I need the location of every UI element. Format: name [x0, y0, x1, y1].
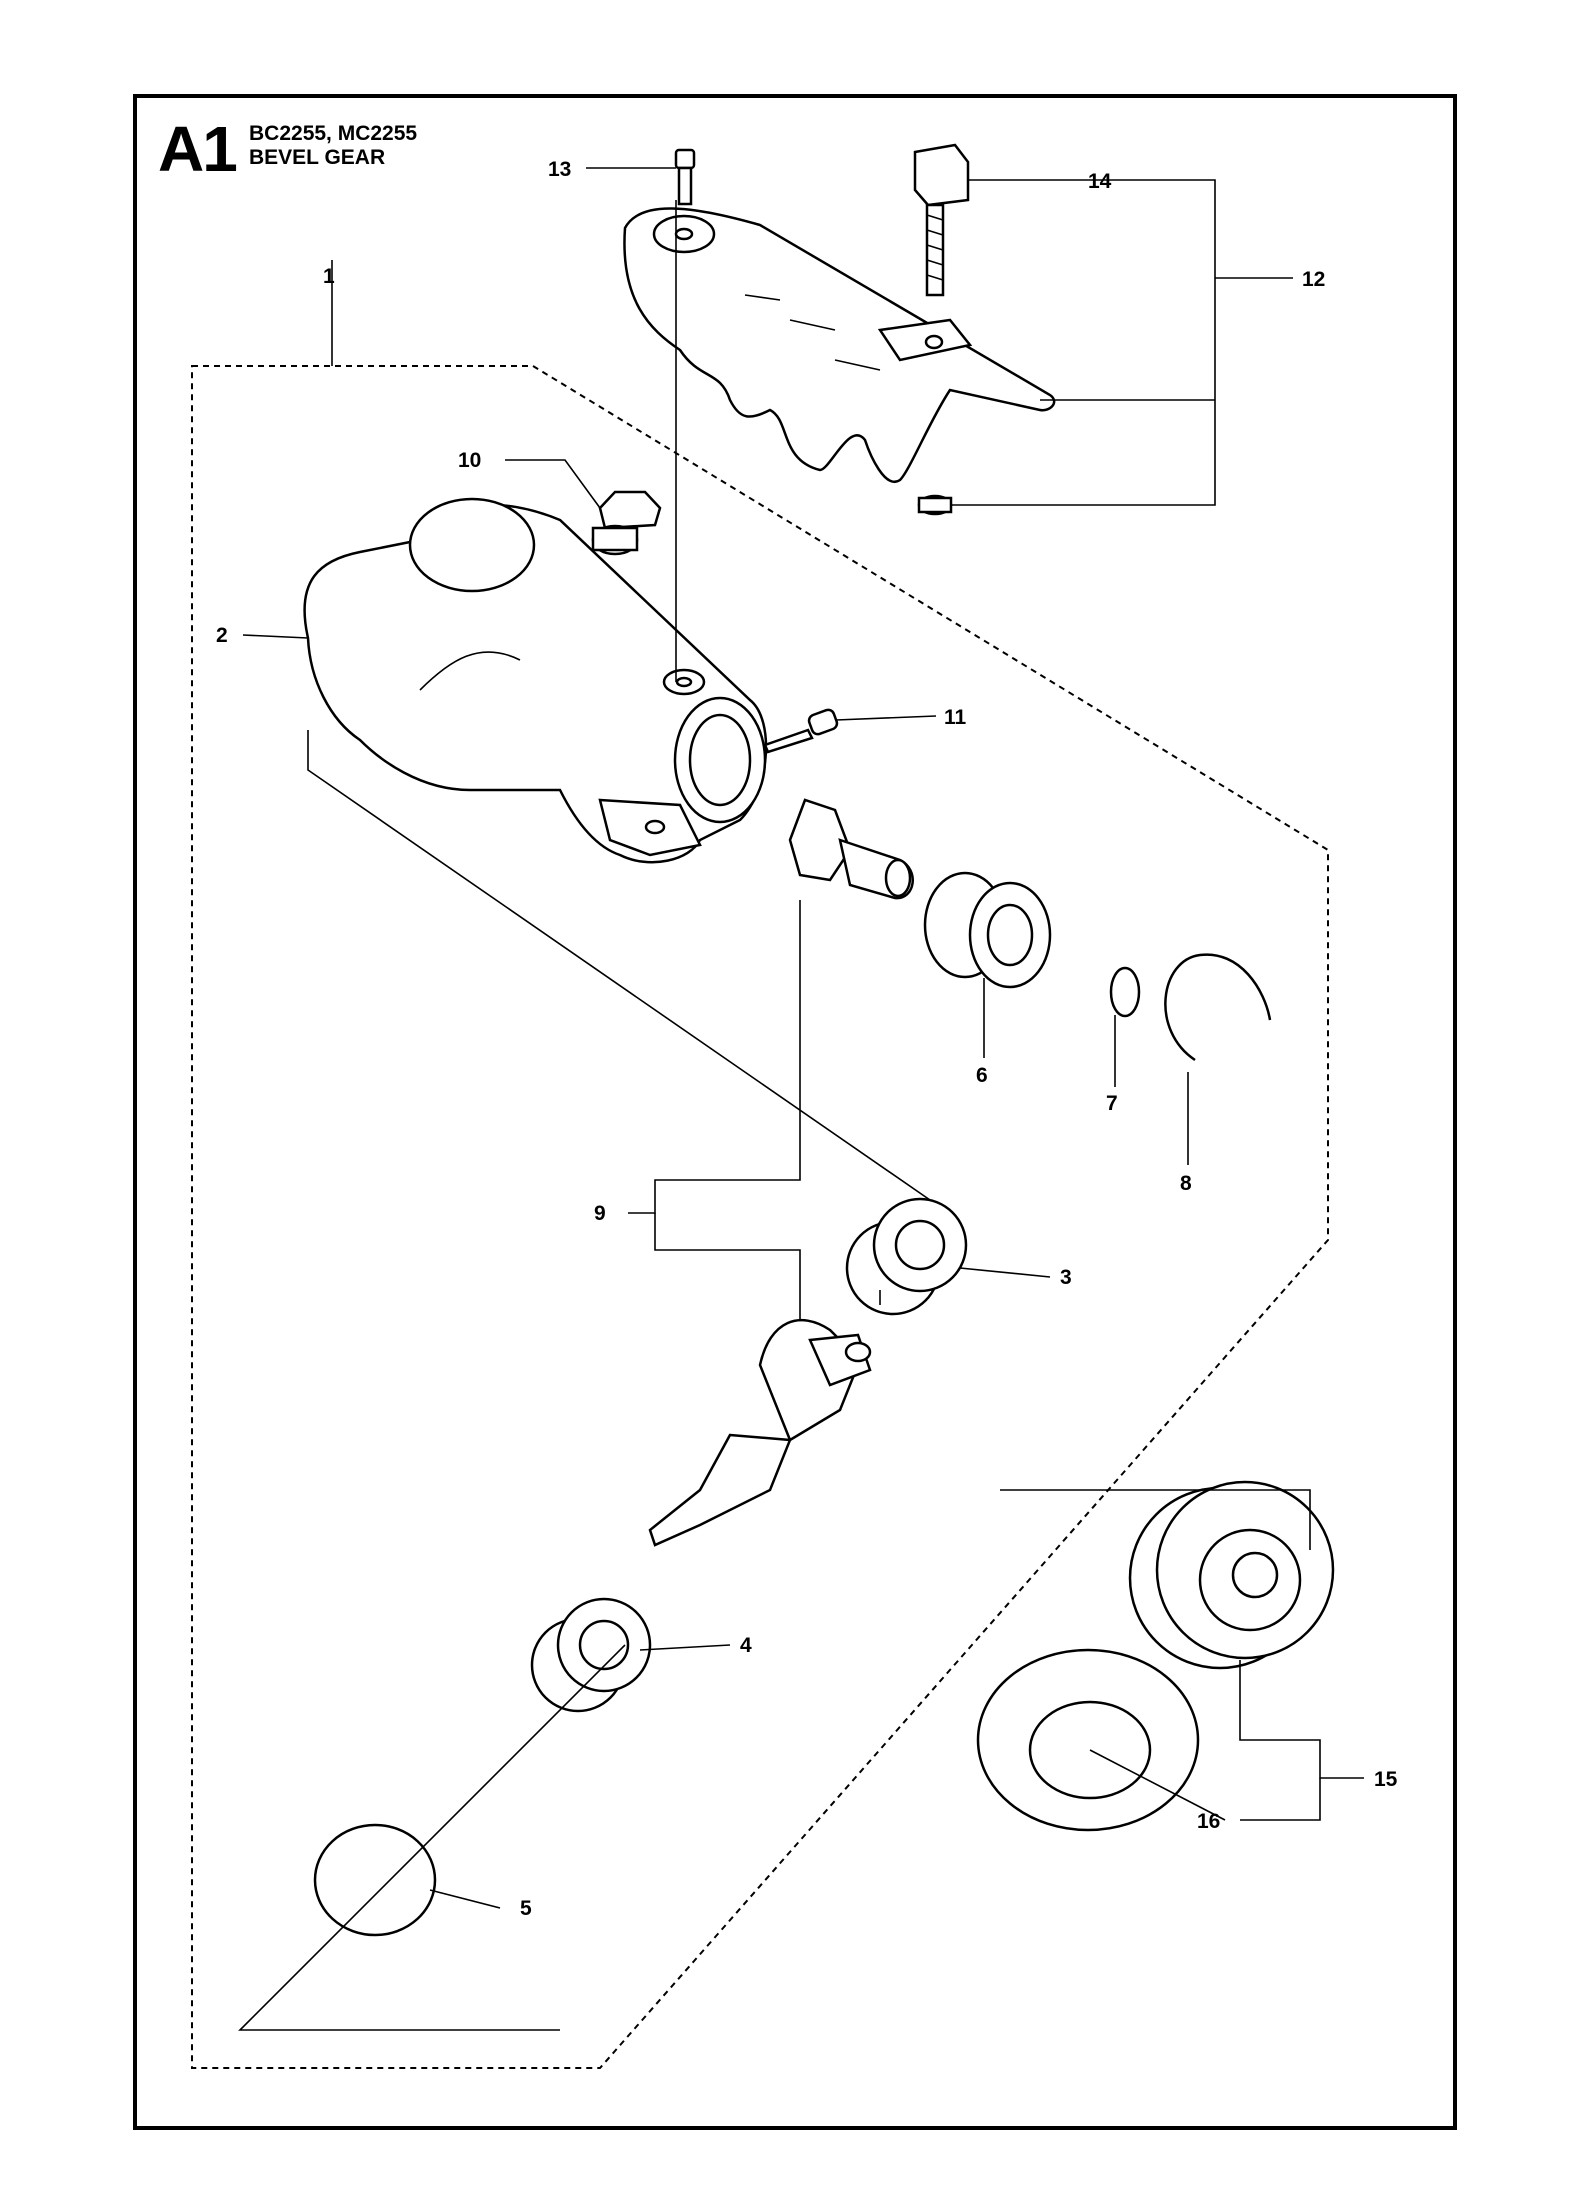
pinion-gear-part [788, 798, 914, 900]
bearing-3-part [845, 1197, 968, 1316]
callout-12: 12 [1302, 268, 1325, 291]
callout-7: 7 [1106, 1092, 1118, 1115]
circlip-5-part [313, 1823, 437, 1937]
clamp-screw-14-part [913, 143, 970, 297]
callout-6: 6 [976, 1064, 988, 1087]
model-numbers: BC2255, MC2255 [249, 122, 418, 145]
callout-15: 15 [1374, 1768, 1398, 1791]
callout-8: 8 [1180, 1172, 1192, 1195]
screw-13-part [674, 148, 696, 206]
section-code: A1 [158, 113, 238, 185]
callout-11: 11 [944, 706, 967, 729]
circlip-7-part [1109, 966, 1141, 1018]
callout-13: 13 [548, 158, 571, 181]
callout-1: 1 [323, 265, 335, 288]
bevel-gear-shaft-part [648, 1319, 872, 1547]
callout-10: 10 [458, 449, 481, 472]
bearing-6-part [923, 871, 1052, 989]
assembly-boundary [191, 365, 1329, 2069]
diagram-frame [133, 94, 1457, 2130]
callout-16: 16 [1197, 1810, 1220, 1833]
screw-11-part [763, 708, 839, 754]
flange-15-part [1128, 1480, 1335, 1670]
callout-2: 2 [216, 624, 228, 647]
callout-14: 14 [1088, 170, 1112, 193]
callout-3: 3 [1060, 1266, 1072, 1289]
circlip-8-part [1164, 953, 1272, 1062]
bearing-4-part [530, 1597, 652, 1713]
plug-10-part [591, 490, 662, 556]
support-cup-16-part [976, 1648, 1200, 1832]
washer-side [917, 496, 953, 514]
callout-9: 9 [594, 1202, 606, 1225]
gear-housing-part [303, 497, 768, 864]
diagram-title: BEVEL GEAR [249, 146, 386, 169]
callout-4: 4 [740, 1634, 752, 1657]
callout-5: 5 [520, 1897, 532, 1920]
leader-lines [238, 167, 1364, 2031]
guide-plate-part [623, 207, 1056, 483]
